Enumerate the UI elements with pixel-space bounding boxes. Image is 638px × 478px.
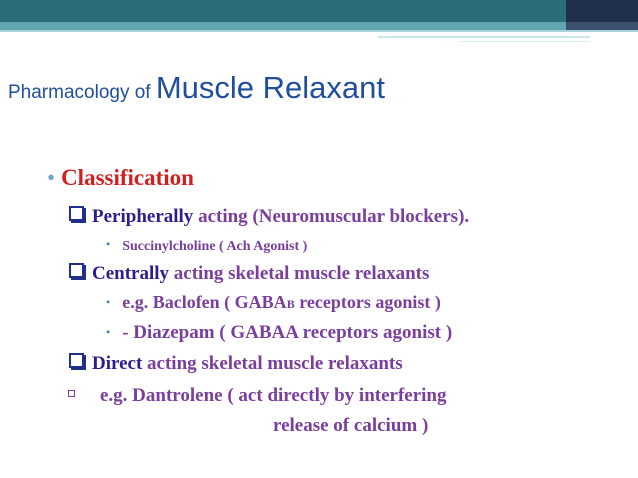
decorative-line (460, 41, 590, 42)
item-text: acting skeletal muscle relaxants (142, 353, 403, 374)
item-text: e.g. Dantrolene ( act directly by interf… (100, 385, 447, 406)
item-emphasis: Centrally (92, 263, 170, 284)
square-bullet-icon (68, 390, 75, 397)
header-thin-line (0, 30, 638, 32)
header-bar-teal (0, 0, 638, 22)
item-text: e.g. Baclofen ( GABA (122, 292, 287, 312)
item-text: acting (Neuromuscular blockers). (193, 206, 470, 227)
list-item-central: Centrally acting skeletal muscle relaxan… (69, 263, 429, 285)
dot-bullet-icon: • (106, 295, 111, 309)
item-emphasis: Direct (92, 353, 143, 374)
list-item-dantrolene-continued: release of calcium ) (273, 415, 428, 437)
title-main: Muscle Relaxant (155, 70, 386, 105)
header-stripe (0, 22, 638, 30)
item-text: - Diazepam ( GABAA receptors agonist ) (122, 322, 453, 343)
item-emphasis: Peripherally (92, 206, 194, 227)
list-item-baclofen: • e.g. Baclofen ( GABAB receptors agonist… (106, 292, 441, 313)
list-item-diazepam: • - Diazepam ( GABAA receptors agonist ) (106, 322, 452, 344)
item-subscript: B (286, 297, 295, 311)
list-item-direct: Direct acting skeletal muscle relaxants (69, 353, 403, 375)
list-item-dantrolene: e.g. Dantrolene ( act directly by interf… (68, 385, 447, 407)
list-item-succinylcholine: • Succinylcholine ( Ach Agonist ) (106, 237, 307, 255)
slide-title: Pharmacology of Muscle Relaxant (8, 70, 385, 106)
classification-heading: •Classification (47, 165, 194, 191)
title-prefix: Pharmacology of (8, 82, 156, 103)
item-text: acting skeletal muscle relaxants (169, 263, 430, 284)
bullet-icon: • (47, 165, 56, 190)
checkbox-bullet-icon (69, 206, 84, 221)
checkbox-bullet-icon (69, 263, 84, 278)
dot-bullet-icon: • (106, 237, 111, 251)
dot-bullet-icon: • (106, 325, 111, 339)
item-text: receptors agonist ) (294, 292, 441, 312)
header-stripe-right (566, 22, 638, 30)
header-bar-navy (566, 0, 638, 22)
item-text: release of calcium ) (273, 415, 429, 436)
checkbox-bullet-icon (69, 353, 84, 368)
item-text: Succinylcholine ( Ach Agonist ) (122, 239, 308, 254)
classification-label: Classification (61, 165, 194, 190)
decorative-line (378, 36, 590, 38)
list-item-peripheral: Peripherally acting (Neuromuscular block… (69, 206, 469, 228)
